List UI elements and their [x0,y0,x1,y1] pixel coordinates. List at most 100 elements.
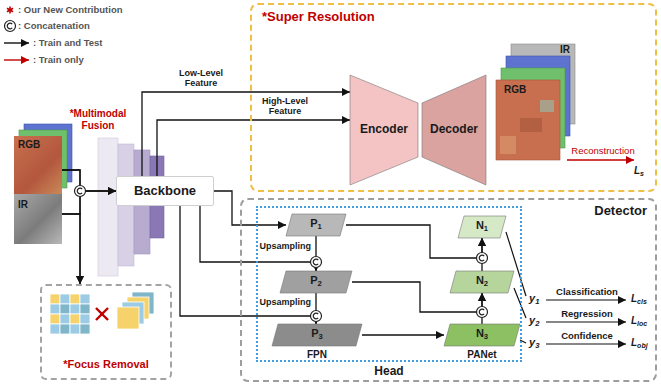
focus-removal-box: *Focus Removal [40,284,172,380]
concat-symbol [75,186,86,197]
connector [362,334,444,335]
subscript: 1 [484,225,488,234]
backbone-box: Backbone [116,176,214,206]
output-image-stack: IR RGB [496,44,575,160]
concat-c [313,313,318,319]
node-shape [458,216,506,238]
image-ir: IR [14,194,62,244]
feature-line [514,288,526,318]
grid-cell [80,304,90,314]
grid-cell [60,294,70,304]
node-text: RGB [504,84,526,96]
legend-text: : Train and Test [33,38,103,49]
loss-arrow [546,321,626,322]
asterisk-stroke [7,8,13,12]
task-label: Classification [556,287,618,298]
node-shape [444,324,520,346]
node-text: IR [560,44,570,56]
loss-label: Lloc [631,315,647,328]
node-shape [450,271,514,293]
loss-arrow [546,299,626,300]
text-main: y [529,292,535,304]
decoder-block: Decoder [422,75,486,185]
legend-concat-symbol [5,21,16,32]
subscript: cls [637,299,647,306]
concat-symbol [311,257,322,268]
output-lines [506,232,626,344]
feature-map: N2 [450,271,514,293]
output-label: y1 [529,292,539,307]
legend-text: : Train only [33,55,84,66]
concat-symbol [477,253,488,264]
encoder-block: Encoder [350,75,418,185]
edge-label: Upsampling [259,241,311,251]
subscript: 1 [535,298,539,307]
block-label: FPN [307,349,327,361]
text-main: y [529,314,535,326]
grid-cell [50,314,60,324]
concat-c [77,188,82,194]
output-rgb-image [496,80,560,160]
text-main: P [310,217,317,229]
feature-map: N3 [444,324,520,346]
image-texture [500,136,516,154]
concat-circle [477,307,488,318]
concat-circle [477,253,488,264]
grid-cell [50,324,60,334]
grid-cell [80,324,90,334]
loss-arrow [546,343,626,344]
grid-cell [50,294,60,304]
image-texture [520,118,542,132]
text-main: L [631,315,637,326]
grid-cell [80,314,90,324]
node-text: P3 [311,327,323,342]
node-text: Encoder [360,123,408,137]
connector [62,170,116,191]
output-label: y3 [529,336,539,351]
node-text: RGB [18,139,40,151]
asterisk-stroke [7,8,13,12]
grid-cell [70,294,80,304]
grid-cell [70,304,80,314]
connector [214,191,286,225]
edge-label: Upsampling [259,297,311,307]
concat-circle [75,186,86,197]
task-label: Regression [561,309,613,320]
node-text: *Super Resolution [262,10,375,25]
head-box: HeadP1P2P3N1N2N3 [256,206,522,362]
loss-label: Ls [634,165,644,178]
concat-symbol [311,311,322,322]
loss-label: Lcls [631,293,647,306]
node-text: N2 [476,274,488,289]
concat-c [7,23,12,29]
grid-cell [60,324,70,334]
concat-c [313,259,318,265]
text-main: y [529,336,535,348]
cross-stroke [96,308,108,320]
text-main: L [631,337,637,348]
focus-stack [117,292,154,329]
node-text: Backbone [134,184,196,199]
subscript: s [640,170,644,177]
loss-label: Lobj [631,337,648,350]
grid-cell [60,314,70,324]
text-main: N [476,274,484,286]
node-text: P1 [310,217,322,232]
removal-cross [96,308,108,320]
subscript: 3 [319,333,323,342]
block-label: PANet [467,349,496,361]
subscript: 2 [318,280,322,289]
reconstruction-label: Reconstruction [571,146,634,157]
connector [62,191,116,214]
concat-c [479,255,484,261]
node-shape [350,75,418,185]
node-shape [286,214,346,236]
grid-cell [70,324,80,334]
node-shape [272,324,362,346]
subscript: 2 [535,320,539,329]
feature-map: P1 [286,214,346,236]
node-text: Detector [594,204,647,219]
output-label: y2 [529,314,539,329]
concat-symbol [477,307,488,318]
legend-text: : Concatenation [18,21,90,32]
